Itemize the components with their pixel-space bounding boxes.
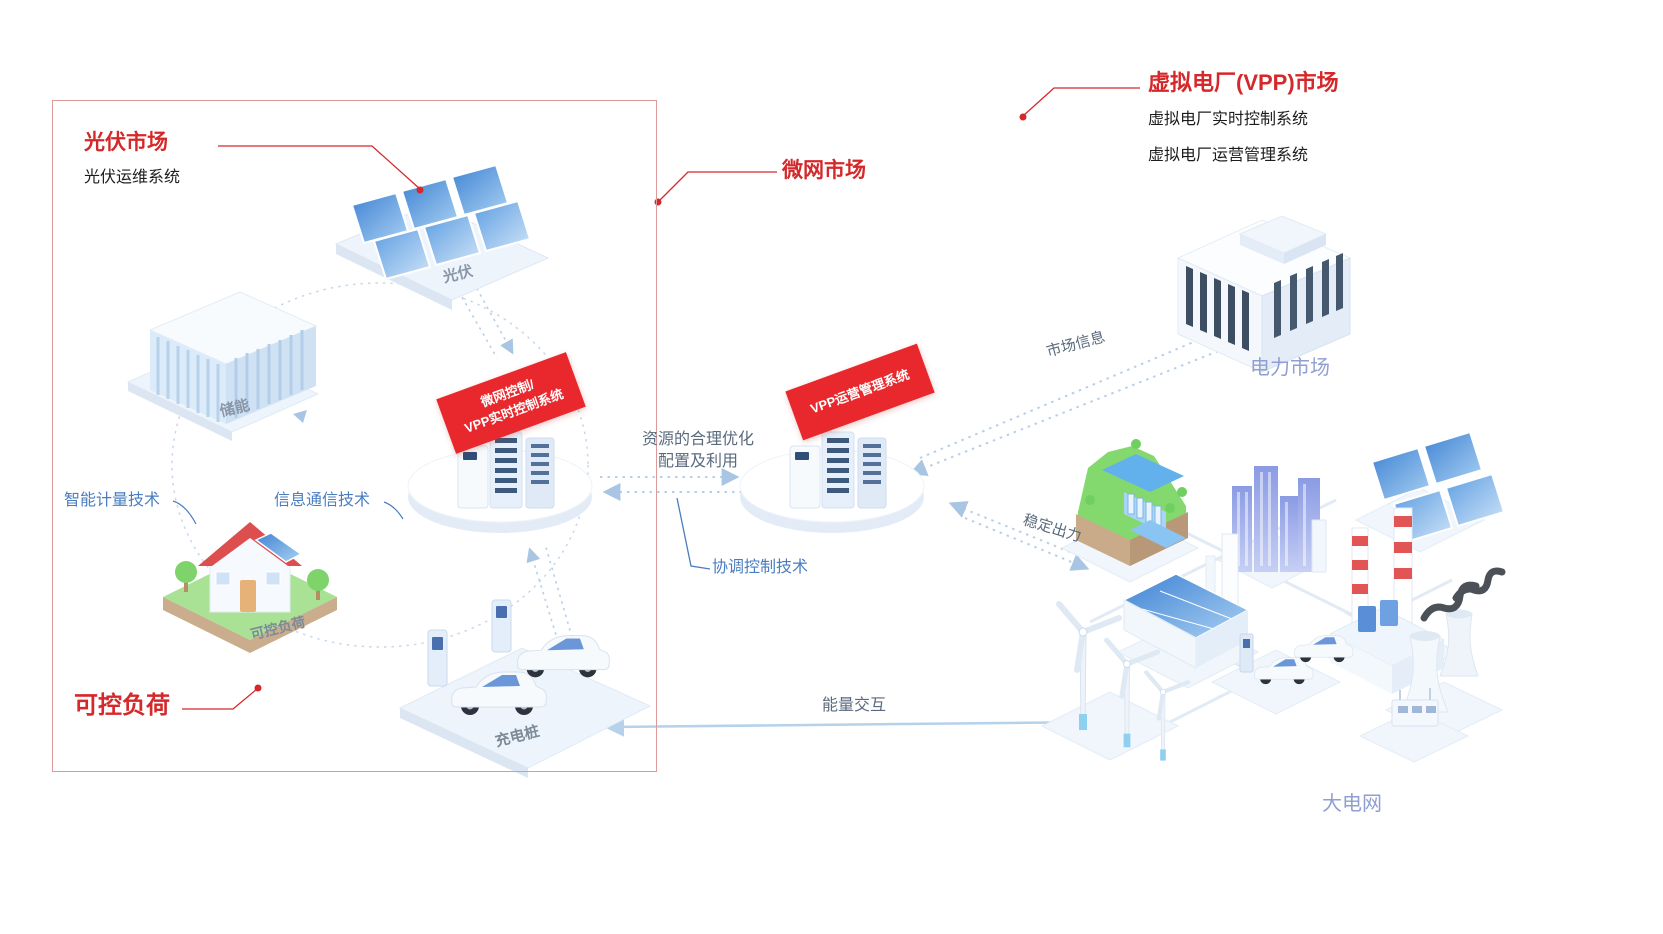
info-comm-label: 信息通信技术 [274, 492, 371, 509]
coordination-callout-line [676, 497, 711, 570]
smart-metering-label: 智能计量技术 [64, 492, 161, 509]
coordination-control-label: 协调控制技术 [712, 559, 809, 576]
microgrid-dashed-ring [171, 282, 589, 648]
vpp-market-item-1: 虚拟电厂实时控制系统 [1148, 111, 1309, 128]
substation-icon [1391, 688, 1439, 727]
house-illustration [163, 522, 337, 653]
energy-exchange-label: 能量交互 [822, 697, 887, 714]
wind-turbines-icon [1056, 601, 1191, 761]
power-market-label: 电力市场 [1250, 357, 1330, 379]
microgrid-market-box [52, 100, 657, 772]
hydro-dam-icon [1076, 439, 1188, 566]
resource-flow-arrows [600, 468, 742, 501]
big-grid-label: 大电网 [1322, 793, 1382, 815]
pv-market-title: 光伏市场 [84, 131, 168, 154]
energy-exchange-arrow [604, 712, 1108, 737]
big-grid-illustration [1040, 430, 1506, 763]
tech-callout-lines [172, 500, 404, 525]
grid-ev-icon [1239, 633, 1354, 685]
vpp-market-item-2: 虚拟电厂运营管理系统 [1148, 147, 1309, 164]
microgrid-platform-illustration [407, 431, 593, 533]
controllable-load-callout: 可控负荷 [74, 692, 170, 719]
market-info-arrows [908, 321, 1247, 477]
solar-array-illustration [334, 163, 550, 310]
resource-opt-line2: 配置及利用 [657, 453, 738, 470]
cooling-towers-icon [1401, 567, 1506, 713]
power-market-building-illustration [1176, 215, 1352, 373]
resource-opt-line1: 资源的合理优化 [641, 431, 754, 448]
charging-station-illustration [398, 599, 652, 778]
factory-icon [1122, 533, 1250, 669]
storage-illustration [126, 291, 320, 441]
callout-lines [182, 87, 1140, 710]
vpp-platform-illustration [739, 431, 925, 533]
microgrid-market-title: 微网市场 [782, 159, 866, 182]
pv-market-subtitle: 光伏运维系统 [84, 169, 181, 186]
vpp-market-title: 虚拟电厂(VPP)市场 [1148, 70, 1339, 95]
stable-output-arrows [948, 501, 1090, 571]
ring-arrowhead [293, 410, 307, 423]
